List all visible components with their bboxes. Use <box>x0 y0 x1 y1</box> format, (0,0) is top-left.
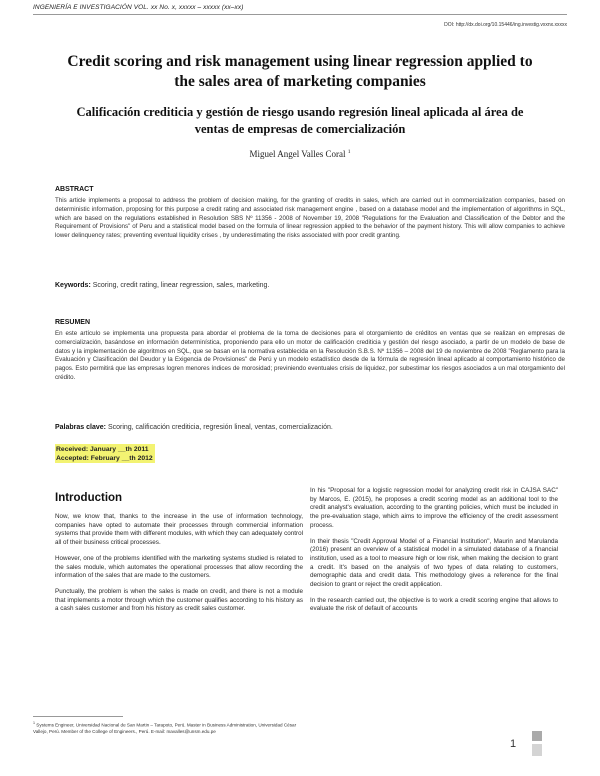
intro-paragraph: In his "Proposal for a logistic regressi… <box>310 487 558 529</box>
dates-box: Received: January __th 2011 Accepted: Fe… <box>55 444 155 463</box>
resumen-heading: RESUMEN <box>55 319 91 326</box>
footnote-text: Systems Engineer, Universidad Nacional d… <box>33 722 297 734</box>
abstract-heading: ABSTRACT <box>55 186 94 193</box>
page-number: 1 <box>510 738 517 750</box>
intro-paragraph: Now, we know that, thanks to the increas… <box>55 513 303 547</box>
introduction-heading: Introduction <box>55 492 123 504</box>
author-name: Miguel Angel Valles Coral <box>249 149 346 159</box>
keywords-text: Scoring, credit rating, linear regressio… <box>92 282 270 289</box>
intro-paragraph: Punctually, the problem is when the sale… <box>55 587 303 613</box>
keywords-label: Keywords: <box>55 282 91 289</box>
keywords-line: Keywords: Scoring, credit rating, linear… <box>55 282 565 289</box>
title-spanish: Calificación crediticia y gestión de rie… <box>76 105 524 136</box>
footnote-mark: 1 <box>33 721 35 725</box>
palabras-clave-label: Palabras clave: <box>55 424 106 431</box>
page-corner-square-dark <box>532 731 542 741</box>
page-corner-square-light <box>532 744 542 756</box>
left-column: Now, we know that, thanks to the increas… <box>55 513 303 621</box>
palabras-clave-line: Palabras clave: Scoring, calificación cr… <box>55 424 565 431</box>
title-english: Credit scoring and risk management using… <box>67 53 533 90</box>
header-rule <box>33 14 567 15</box>
author-affiliation-mark: 1 <box>347 149 351 155</box>
right-column: In his "Proposal for a logistic regressi… <box>310 487 558 621</box>
accepted-date: Accepted: February __th 2012 <box>56 455 153 462</box>
resumen-text: En este artículo se implementa una propu… <box>55 330 565 381</box>
author-line: Miguel Angel Valles Coral 1 <box>0 149 600 159</box>
palabras-clave-text: Scoring, calificación crediticia, regres… <box>107 424 333 431</box>
intro-paragraph: However, one of the problems identified … <box>55 554 303 580</box>
intro-paragraph: In the research carried out, the objecti… <box>310 596 558 613</box>
footnote: 1 Systems Engineer, Universidad Nacional… <box>33 720 303 735</box>
intro-paragraph: In their thesis "Credit Approval Model o… <box>310 537 558 589</box>
doi-line: DOI: http://dx.doi.org/10.15446/ing.inve… <box>444 22 567 28</box>
footnote-rule <box>33 716 123 717</box>
journal-header: INGENIERÍA E INVESTIGACIÓN VOL. xx No. x… <box>33 4 244 11</box>
received-date: Received: January __th 2011 <box>56 446 149 453</box>
abstract-text: This article implements a proposal to ad… <box>55 197 565 240</box>
